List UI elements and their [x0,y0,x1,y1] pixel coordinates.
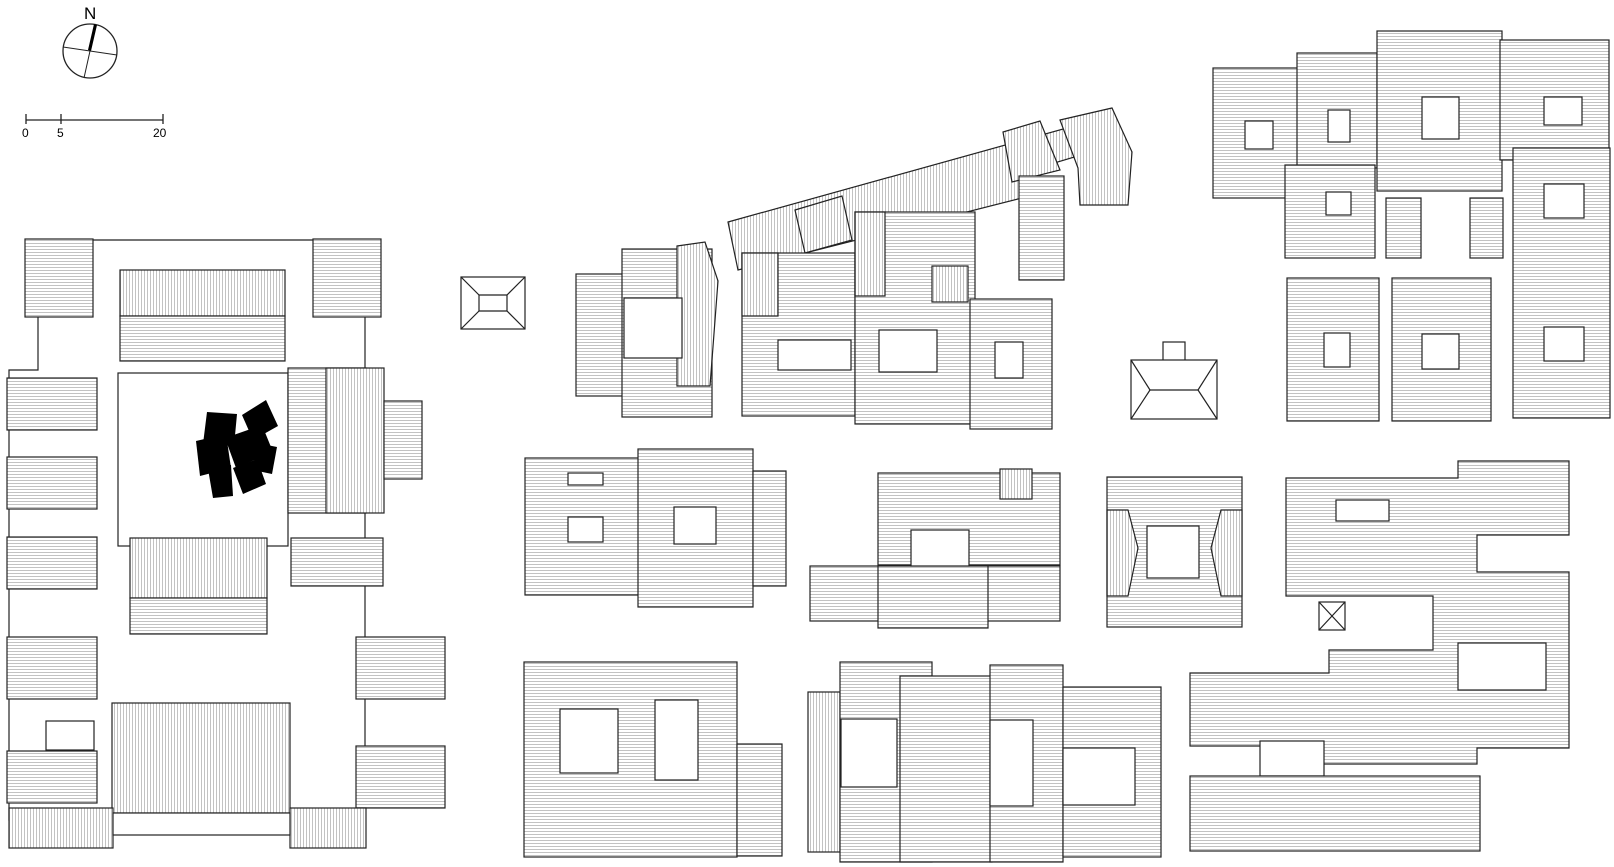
scale-tick-20: 20 [153,126,167,140]
courtyard-house-c [524,448,787,608]
north-arrow-icon [62,23,118,79]
tree-canopy [196,400,278,498]
scale-tick-0: 0 [22,126,29,140]
courtyard-cluster-ne [1212,30,1611,419]
courtyard-house-e [1106,476,1243,628]
courtyard-house-g [807,661,1162,863]
courtyard-house-b [741,211,1053,430]
pavilion-west [460,276,526,330]
compound-se [1189,460,1570,852]
courtyard-houses-east [1286,277,1492,422]
scale-tick-5: 5 [57,126,64,140]
north-arrow: N [62,4,118,79]
courtyard-house-f [523,661,783,858]
scale-bar: 0 5 20 [22,114,167,140]
north-label: N [84,4,96,23]
terrace-north [727,107,1133,281]
courtyard-house-a [575,241,719,418]
west-compound [6,238,446,849]
pavilion-east [1130,341,1218,420]
courtyard-house-d [809,468,1061,629]
